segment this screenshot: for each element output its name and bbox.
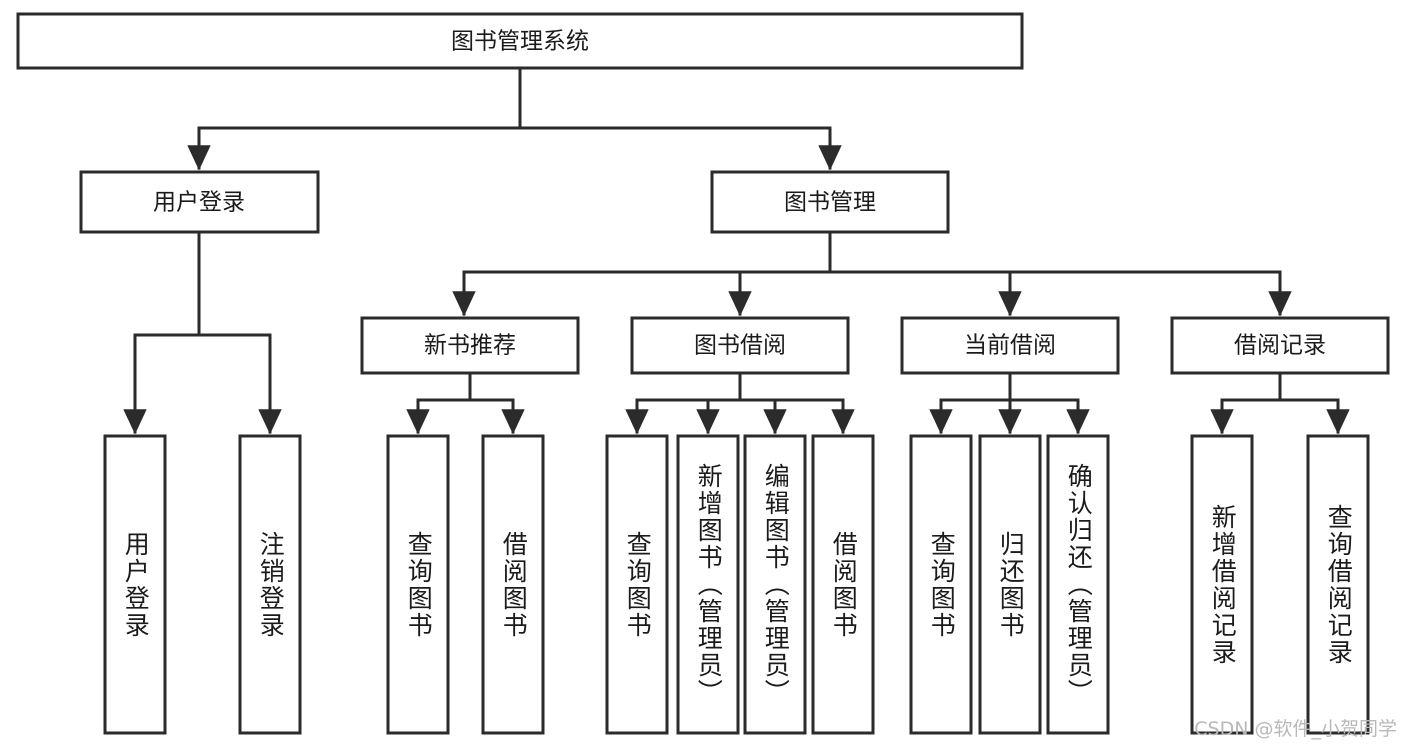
node-book-manage-box[interactable]: [710, 170, 950, 234]
node-new-book-recommend-box[interactable]: [360, 316, 580, 375]
node-user-login-box[interactable]: [79, 170, 320, 234]
leaf-box-new-book-0[interactable]: [386, 434, 450, 735]
leaf-box-user-login-0[interactable]: [103, 434, 167, 735]
node-borrow-record[interactable]: 借阅记录: [1170, 316, 1390, 375]
node-new-book-recommend-label: 新书推荐: [424, 333, 516, 359]
watermark-text: CSDN @软件_小贺同学: [1194, 718, 1397, 740]
leaf-box-borrow-record-1[interactable]: [1306, 434, 1370, 735]
leaf-box-borrow-record-0[interactable]: [1190, 434, 1254, 735]
node-current-borrow[interactable]: 当前借阅: [900, 316, 1120, 375]
node-current-borrow-label: 当前借阅: [964, 333, 1056, 359]
leaf-box-new-book-1[interactable]: [481, 434, 545, 735]
leaf-box-book-borrow-3[interactable]: [811, 434, 875, 735]
node-book-manage-label: 图书管理: [784, 190, 876, 216]
leaf-box-user-login-1[interactable]: [238, 434, 302, 735]
node-root[interactable]: 图书管理系统: [16, 12, 1024, 70]
node-book-borrow-label: 图书借阅: [694, 333, 786, 359]
node-borrow-record-label: 借阅记录: [1234, 333, 1326, 359]
leaf-box-book-borrow-2[interactable]: [743, 434, 807, 735]
leaf-box-book-borrow-0[interactable]: [605, 434, 669, 735]
leaf-box-current-borrow-0[interactable]: [909, 434, 973, 735]
node-book-manage[interactable]: 图书管理: [710, 170, 950, 234]
node-current-borrow-box[interactable]: [900, 316, 1120, 375]
node-user-login-label: 用户登录: [153, 190, 245, 216]
leaf-box-current-borrow-1[interactable]: [978, 434, 1042, 735]
node-book-borrow[interactable]: 图书借阅: [630, 316, 850, 375]
node-borrow-record-box[interactable]: [1170, 316, 1390, 375]
leaf-box-current-borrow-2[interactable]: [1046, 434, 1110, 735]
node-book-borrow-box[interactable]: [630, 316, 850, 375]
node-root-box[interactable]: [16, 12, 1024, 70]
node-new-book-recommend[interactable]: 新书推荐: [360, 316, 580, 375]
node-root-label: 图书管理系统: [451, 29, 589, 55]
node-user-login[interactable]: 用户登录: [79, 170, 320, 234]
leaf-box-book-borrow-1[interactable]: [676, 434, 740, 735]
connector-group: [123, 66, 1350, 435]
